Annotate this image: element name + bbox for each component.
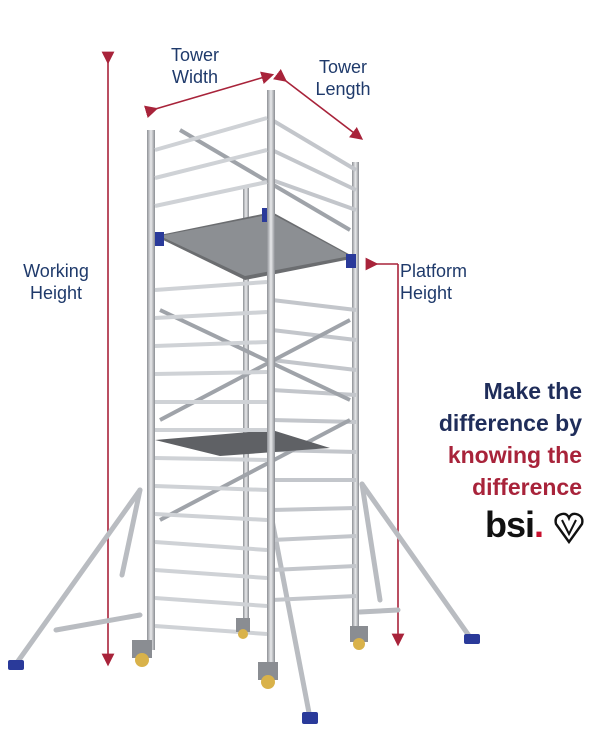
- outriggers: [13, 481, 475, 721]
- working-height-label: Working Height: [6, 260, 106, 304]
- dimension-arrows: [101, 51, 405, 667]
- platform-height-text: Platform Height: [400, 261, 468, 303]
- slogan-line-4: difference: [472, 474, 582, 500]
- castor-wheels: [132, 618, 368, 689]
- tower-width-arrow: [144, 71, 275, 118]
- front-uprights: [147, 90, 275, 670]
- tower-length-text: Tower Length: [315, 57, 371, 99]
- front-rungs: [154, 116, 268, 636]
- tower-width-text: Tower Width: [170, 45, 219, 87]
- platforms: [152, 208, 356, 456]
- bsi-dot: .: [534, 504, 545, 545]
- tower-length-arrow: [273, 69, 364, 140]
- bsi-wordmark: bsi: [485, 504, 535, 545]
- diagonal-braces: [159, 128, 352, 522]
- platform-height-label: Platform Height: [400, 260, 500, 304]
- outrigger-feet: [8, 634, 480, 724]
- kitemark-icon: [554, 512, 584, 544]
- slogan-line-2: difference by: [438, 410, 582, 436]
- side-rungs: [270, 118, 358, 602]
- rear-uprights: [243, 162, 359, 632]
- bsi-logo: bsi.: [485, 505, 544, 545]
- tower-width-label: Tower Width: [150, 44, 240, 88]
- mid-platform: [155, 430, 330, 456]
- promo-slogan: Make the difference by knowing the diffe…: [410, 375, 582, 503]
- working-height-text: Working Height: [23, 261, 89, 303]
- tower-length-label: Tower Length: [298, 56, 388, 100]
- slogan-line-1: Make the: [483, 378, 582, 404]
- slogan-line-3: knowing the: [447, 442, 582, 468]
